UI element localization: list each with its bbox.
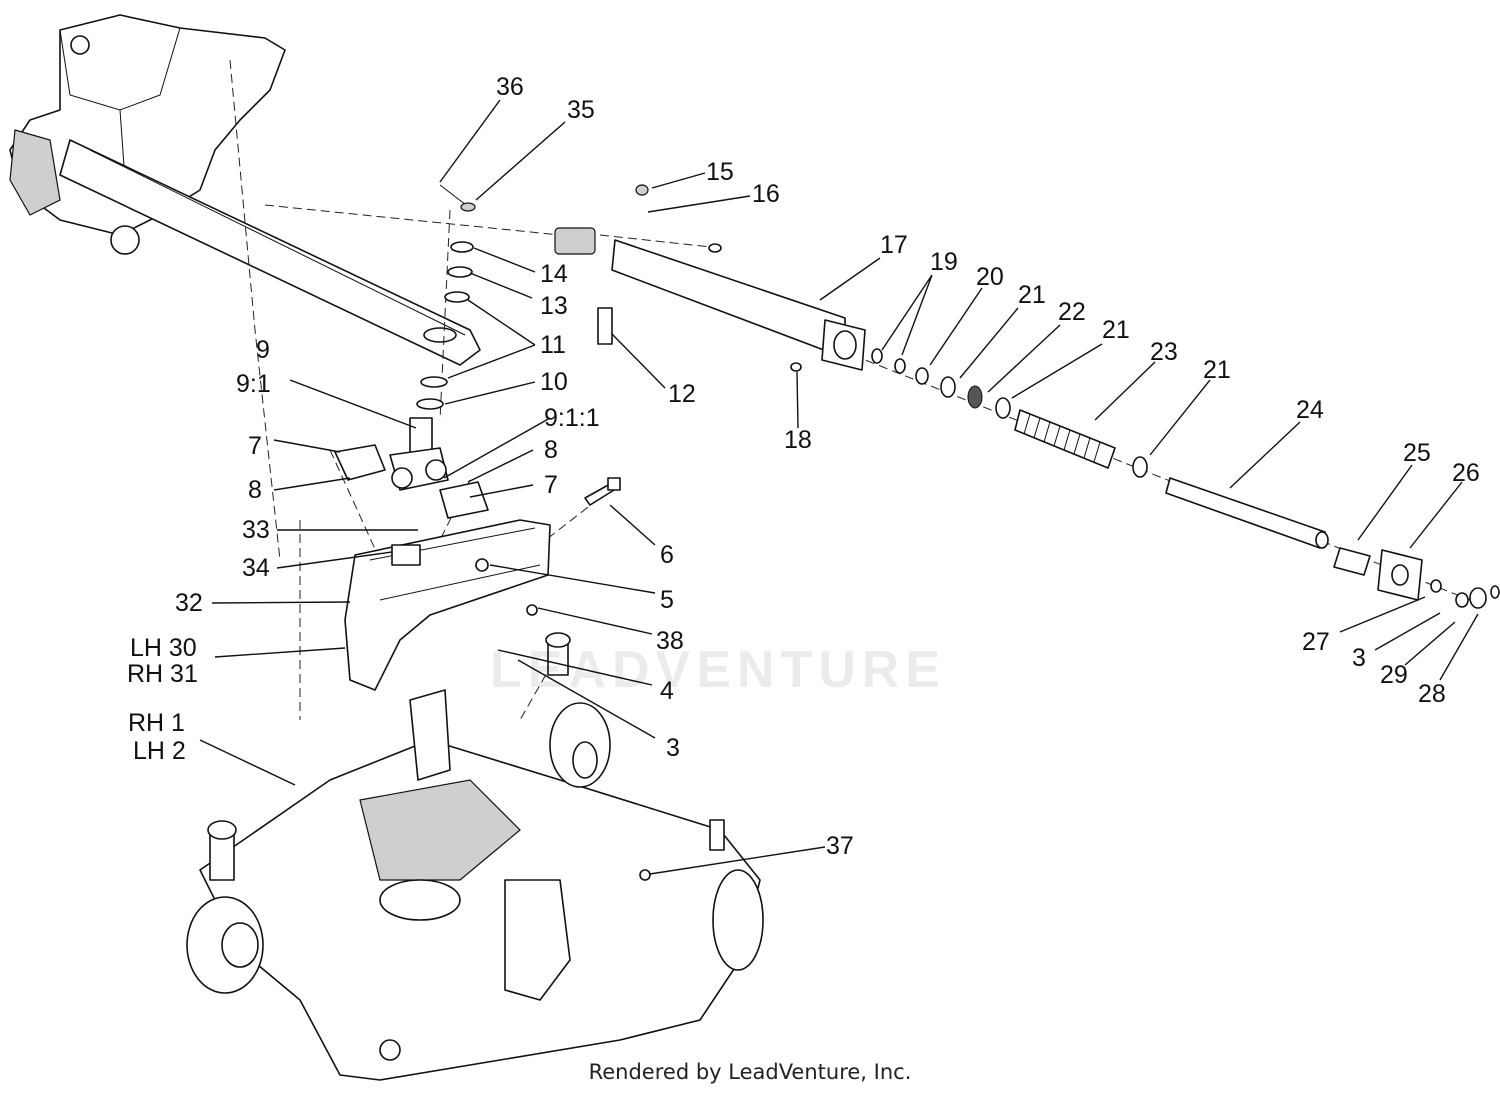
callout-9-1: 9:1 [236, 370, 271, 398]
callout-16: 16 [752, 180, 780, 208]
rendered-by-caption: Rendered by LeadVenture, Inc. [588, 1060, 912, 1084]
callout-13: 13 [540, 292, 568, 320]
callout-32: 32 [175, 589, 203, 617]
callout-29: 29 [1380, 661, 1408, 689]
callout-labels: 36 35 15 16 17 19 20 21 22 21 23 21 24 2… [127, 73, 1480, 860]
lift-arm-assembly [554, 184, 866, 372]
bolt [584, 477, 621, 506]
callout-36: 36 [496, 73, 524, 101]
callout-5: 5 [660, 586, 674, 614]
callout-8-a: 8 [248, 476, 262, 504]
leader-lines [199, 99, 1479, 875]
callout-34: 34 [242, 554, 270, 582]
pivot-washer-stack [416, 184, 476, 410]
mount-brackets [334, 444, 489, 519]
callout-11: 11 [540, 331, 566, 359]
callout-10: 10 [540, 368, 568, 396]
callout-35: 35 [567, 96, 595, 124]
callout-28: 28 [1418, 680, 1446, 708]
callout-12: 12 [668, 380, 696, 408]
callout-27: 27 [1302, 628, 1330, 656]
callout-21-c: 21 [1203, 356, 1231, 384]
callout-7-a: 7 [248, 432, 262, 460]
callout-8-b: 8 [544, 436, 558, 464]
callout-4: 4 [660, 677, 674, 705]
callout-17: 17 [880, 231, 908, 259]
tractor-frame [9, 14, 481, 366]
callout-22: 22 [1058, 298, 1086, 326]
pivot-spindle [389, 417, 449, 491]
callout-20: 20 [976, 263, 1004, 291]
deck-mount-bracket [344, 519, 551, 691]
callout-37: 37 [826, 832, 854, 860]
callout-26: 26 [1452, 459, 1480, 487]
callout-lh-30: LH 30 [130, 634, 197, 662]
callout-21-a: 21 [1018, 281, 1046, 309]
callout-25: 25 [1403, 439, 1431, 467]
callout-14: 14 [540, 260, 568, 288]
callout-9-1-1: 9:1:1 [544, 404, 600, 432]
callout-23: 23 [1150, 338, 1178, 366]
callout-18: 18 [784, 426, 812, 454]
callout-9: 9 [256, 336, 270, 364]
callout-24: 24 [1296, 396, 1324, 424]
callout-rh-1: RH 1 [128, 709, 185, 737]
callout-3-a: 3 [666, 734, 680, 762]
callout-33: 33 [242, 516, 270, 544]
callout-7-b: 7 [544, 471, 558, 499]
callout-21-b: 21 [1102, 316, 1130, 344]
callout-19: 19 [930, 248, 958, 276]
callout-rh-31: RH 31 [127, 660, 198, 688]
callout-lh-2: LH 2 [133, 737, 186, 765]
callout-3-b: 3 [1352, 644, 1366, 672]
callout-6: 6 [660, 541, 674, 569]
callout-15: 15 [706, 158, 734, 186]
callout-38: 38 [656, 627, 684, 655]
spring-rod-assembly [871, 348, 1500, 609]
mower-deck [186, 632, 764, 1081]
